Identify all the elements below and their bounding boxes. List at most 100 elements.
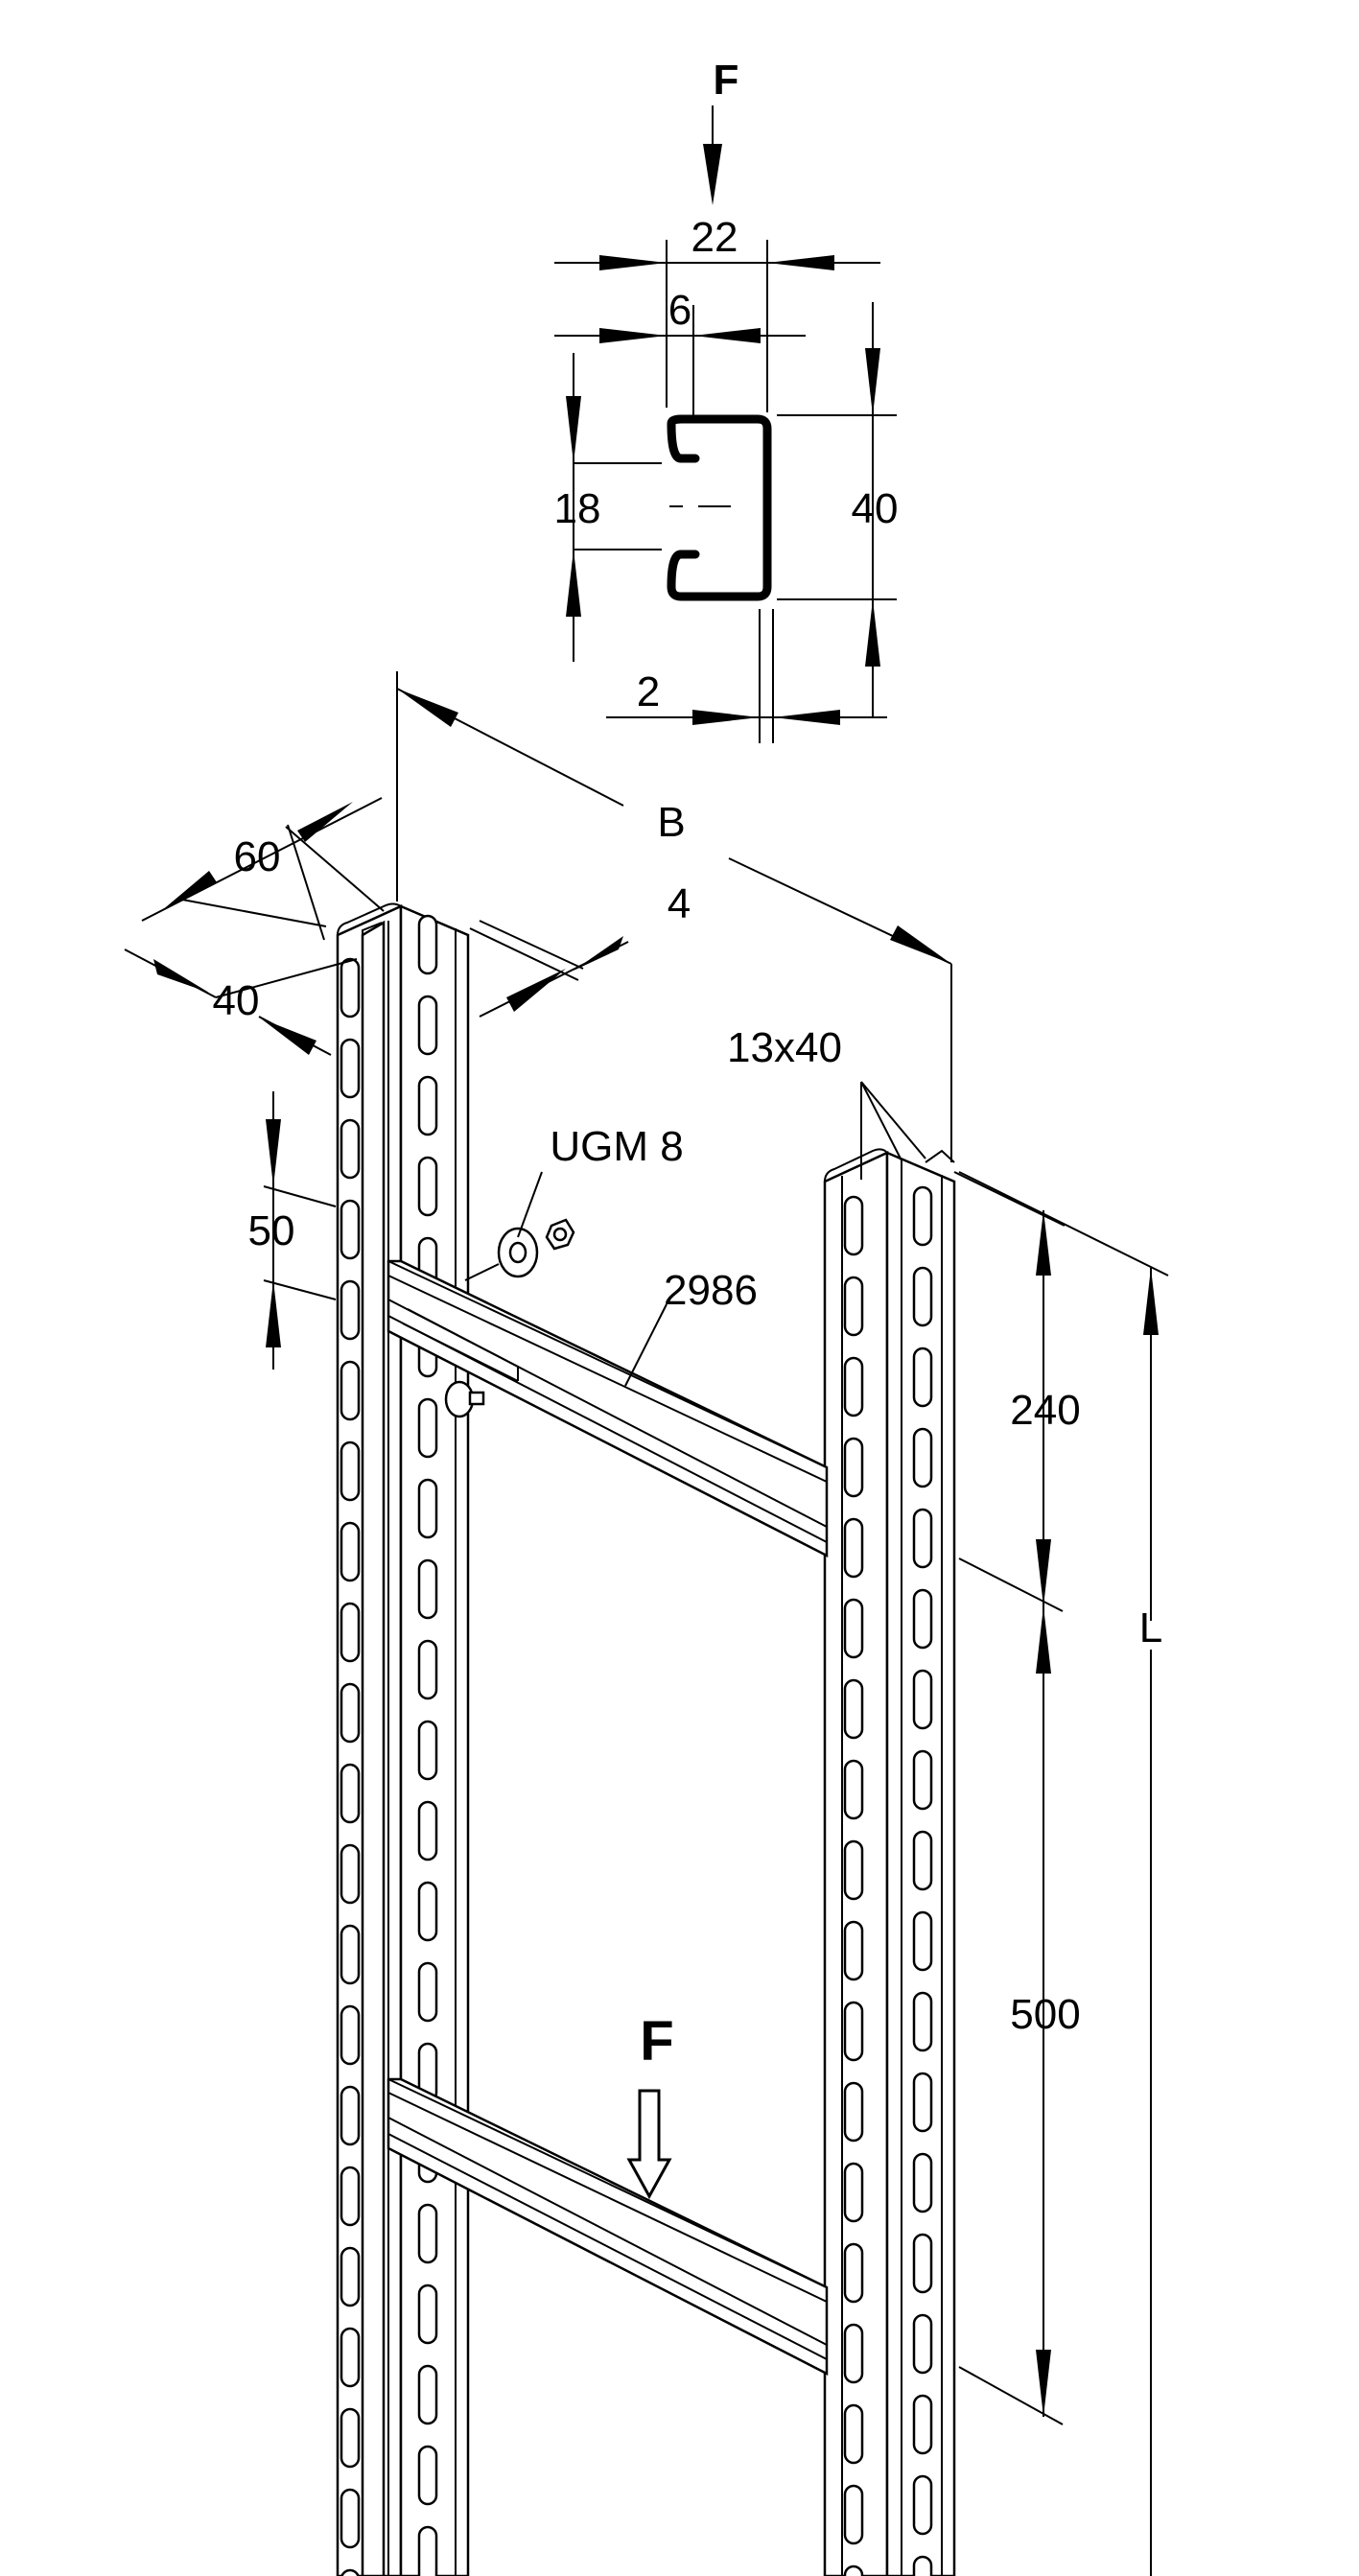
dim-stile-depth bbox=[141, 797, 385, 941]
dim-length bbox=[958, 1171, 1169, 2576]
slot-hole bbox=[912, 2394, 933, 2455]
force-label-rung: F bbox=[640, 2010, 673, 2073]
slot-hole bbox=[340, 2166, 361, 2227]
slot-hole bbox=[417, 1075, 438, 1136]
slot-hole bbox=[912, 2072, 933, 2133]
force-arrow-top bbox=[703, 105, 722, 205]
slot-hole bbox=[417, 914, 438, 975]
slot-hole bbox=[843, 1920, 864, 1981]
slot-hole bbox=[340, 1843, 361, 1905]
dim-lip-width bbox=[554, 305, 806, 422]
leader-rung bbox=[624, 1303, 668, 1387]
right-stile bbox=[823, 1148, 956, 2576]
slot-hole bbox=[912, 2555, 933, 2576]
right-stile-slots-side bbox=[912, 1185, 933, 2576]
slot-hole bbox=[843, 1195, 864, 1256]
slot-hole bbox=[340, 1602, 361, 1663]
slot-hole bbox=[843, 2403, 864, 2465]
slot-hole bbox=[340, 957, 361, 1019]
dim-ladder-width bbox=[396, 671, 952, 1162]
slot-hole bbox=[843, 2484, 864, 2545]
slot-hole bbox=[340, 2327, 361, 2388]
dim-slot-size-label: 13x40 bbox=[727, 1024, 842, 1071]
slot-hole bbox=[843, 1276, 864, 1337]
slot-hole bbox=[340, 1440, 361, 1502]
dim-profile-height-label: 40 bbox=[852, 485, 899, 532]
dim-wall-thickness-label: 2 bbox=[637, 668, 660, 715]
slot-hole bbox=[912, 1508, 933, 1569]
rung-lower bbox=[387, 2077, 829, 2377]
dim-rung-spacing-label: 500 bbox=[1010, 1991, 1080, 2038]
slot-hole bbox=[340, 2004, 361, 2066]
slot-hole bbox=[417, 1881, 438, 1942]
profile-section: F 22 6 18 bbox=[554, 57, 899, 743]
left-stile-slots-front bbox=[340, 957, 361, 2576]
slot-hole bbox=[340, 1279, 361, 1341]
dim-first-rung bbox=[953, 1171, 1066, 1612]
slot-hole bbox=[843, 2162, 864, 2223]
slot-hole bbox=[912, 1830, 933, 1891]
dim-stile-flange-label: 40 bbox=[213, 977, 260, 1024]
force-label-top: F bbox=[714, 57, 739, 104]
dim-ladder-width-label: B bbox=[657, 799, 685, 846]
left-stile-slots-side bbox=[417, 914, 438, 2576]
fastener-ugm8 bbox=[444, 1171, 575, 1418]
dim-stile-thickness bbox=[469, 920, 629, 1018]
slot-hole bbox=[417, 2525, 438, 2576]
slot-hole bbox=[340, 1199, 361, 1260]
slot-hole bbox=[340, 1360, 361, 1421]
rung-article-label: 2986 bbox=[664, 1267, 758, 1314]
slot-hole bbox=[912, 2313, 933, 2375]
right-stile-slots-front bbox=[843, 1195, 864, 2576]
slot-hole bbox=[340, 1118, 361, 1180]
slot-hole bbox=[340, 2488, 361, 2549]
slot-hole bbox=[912, 1427, 933, 1488]
slot-hole bbox=[843, 2242, 864, 2304]
slot-hole bbox=[340, 1763, 361, 1824]
slot-hole bbox=[843, 1437, 864, 1498]
slot-hole bbox=[417, 1558, 438, 1620]
slot-hole bbox=[843, 2564, 864, 2576]
dim-profile-width bbox=[554, 240, 880, 412]
slot-hole bbox=[340, 2407, 361, 2469]
dim-first-rung-label: 240 bbox=[1010, 1387, 1080, 1434]
slot-hole bbox=[843, 2001, 864, 2062]
left-stile bbox=[336, 902, 470, 2576]
dim-stile-flange bbox=[124, 948, 358, 1056]
slot-hole bbox=[843, 2081, 864, 2143]
slot-hole bbox=[417, 2445, 438, 2506]
dim-length-label: L bbox=[1139, 1604, 1162, 1651]
slot-hole bbox=[340, 2568, 360, 2576]
slot-hole bbox=[417, 1800, 438, 1862]
dim-lip-width-label: 6 bbox=[668, 287, 691, 334]
slot-hole bbox=[417, 1639, 438, 1700]
slot-hole bbox=[417, 2203, 438, 2264]
slot-hole bbox=[417, 1720, 438, 1781]
slot-hole bbox=[843, 1839, 864, 1901]
slot-hole bbox=[417, 1397, 438, 1459]
leader-slot-size bbox=[860, 1081, 926, 1180]
c-profile-shape bbox=[667, 414, 772, 601]
force-arrow-rung bbox=[626, 2089, 672, 2200]
slot-hole bbox=[912, 1910, 933, 1972]
slot-hole bbox=[843, 1598, 864, 1659]
dim-stile-thickness-label: 4 bbox=[668, 880, 691, 927]
slot-hole bbox=[340, 2246, 361, 2307]
slot-hole bbox=[912, 1991, 933, 2052]
slot-hole bbox=[843, 1759, 864, 1820]
slot-hole bbox=[340, 2085, 361, 2146]
slot-hole bbox=[417, 995, 438, 1056]
dim-profile-width-label: 22 bbox=[691, 214, 738, 261]
slot-hole bbox=[340, 1521, 361, 1582]
dim-profile-height bbox=[777, 302, 897, 717]
slot-hole bbox=[843, 2323, 864, 2384]
slot-hole bbox=[417, 2283, 438, 2345]
slot-hole bbox=[417, 1156, 438, 1217]
ladder-assembly: B 60 40 4 bbox=[124, 671, 1169, 2576]
slot-hole bbox=[340, 1682, 361, 1744]
slot-hole bbox=[912, 1749, 933, 1811]
dim-rung-spacing bbox=[958, 1606, 1064, 2425]
dim-slot-opening-label: 18 bbox=[554, 485, 601, 532]
slot-hole bbox=[912, 1669, 933, 1730]
